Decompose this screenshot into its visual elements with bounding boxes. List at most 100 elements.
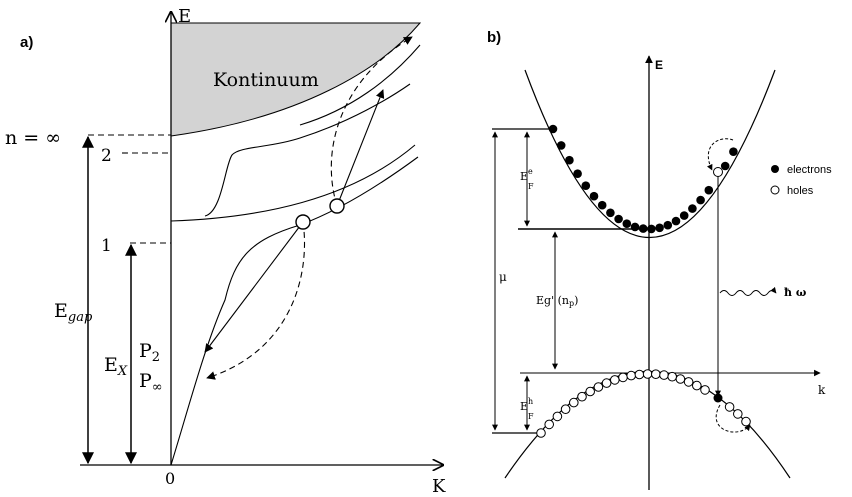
- hole-dot: [552, 411, 563, 422]
- ex-label: EX: [104, 354, 128, 379]
- pinf-label-sub: ∞: [152, 380, 163, 395]
- panel-a: a) Kontinuum E K 0 n = ∞ 2 1 Egap EX: [5, 6, 446, 497]
- momentum-axis-label: K: [432, 476, 446, 497]
- eg-label-main: Eg' (n: [536, 294, 569, 307]
- p2-label-sub: 2: [152, 350, 160, 365]
- continuum-region: [170, 22, 422, 137]
- ef-h-label: Eh: [520, 397, 533, 413]
- hole-dot: [700, 385, 710, 395]
- hole-dot: [683, 377, 694, 387]
- electron-dots: [548, 124, 738, 234]
- conduction-band: [524, 69, 776, 239]
- band-curve-2: [204, 83, 411, 217]
- band-curve-3: [170, 156, 419, 466]
- hole-dot: [618, 372, 628, 383]
- legend-electrons-label: electrons: [787, 164, 832, 176]
- hole-dot: [659, 370, 669, 380]
- ef-h-sub-label: F: [528, 412, 534, 421]
- energy-axis-label: E: [178, 6, 191, 27]
- momentum-axis-b-label: k: [818, 383, 826, 397]
- egap-label: Egap: [54, 300, 93, 325]
- p2-label: P2: [139, 340, 160, 365]
- electron-dot: [663, 220, 673, 230]
- pinf-label: P∞: [139, 370, 163, 395]
- hole-dot: [577, 391, 587, 402]
- electron-dot: [597, 200, 607, 210]
- hole-dot: [560, 404, 571, 415]
- hole-dot: [692, 380, 702, 391]
- state-marker-1: [295, 214, 311, 230]
- eg-label: Eg' (np): [536, 294, 578, 308]
- level-inf-label: n = ∞: [5, 127, 61, 149]
- electron-dot: [622, 219, 632, 228]
- electron-dot: [581, 181, 591, 190]
- hole-dot: [626, 370, 637, 381]
- legend-hole-marker: [770, 185, 780, 195]
- legend-holes-label: holes: [787, 185, 814, 197]
- electron-dot: [671, 216, 681, 226]
- eg-label-sub: p: [569, 299, 574, 308]
- hole-dot: [733, 409, 743, 419]
- hole-dot: [585, 386, 596, 397]
- electron-dot: [630, 222, 640, 232]
- electron-dot: [720, 161, 730, 171]
- continuum-edge-curve: [299, 44, 421, 126]
- electron-dot: [704, 185, 714, 195]
- egap-label-sub: gap: [68, 310, 93, 325]
- hole-dot: [569, 397, 579, 408]
- electron-dot: [614, 214, 623, 224]
- excited-electron-marker: [713, 167, 723, 177]
- electron-dot: [565, 155, 574, 165]
- hole-dot: [536, 428, 546, 438]
- ex-label-main: E: [104, 354, 118, 376]
- energy-axis-b-label: E: [655, 58, 663, 72]
- ef-e-sup: e: [528, 167, 533, 176]
- origin-label: 0: [165, 469, 175, 488]
- ef-e-label: Ee: [520, 167, 533, 183]
- electron-dot: [573, 169, 582, 178]
- ef-h-main: E: [520, 400, 528, 413]
- photon-wave: [719, 286, 777, 296]
- transition-arrow-dashed-up: [330, 36, 413, 207]
- level-1-label: 1: [101, 236, 112, 256]
- ef-h-sup: h: [528, 397, 533, 406]
- egap-label-main: E: [54, 300, 68, 322]
- ex-label-sub: X: [117, 364, 128, 379]
- level-2-label: 2: [101, 146, 112, 166]
- state-marker-2: [329, 198, 345, 214]
- legend-electron-marker: [771, 165, 779, 173]
- hole-dot: [651, 369, 661, 380]
- hole-dot: [667, 371, 678, 382]
- electron-dot: [548, 124, 558, 134]
- electron-dot: [679, 211, 689, 220]
- ef-e-main: E: [520, 170, 528, 183]
- electron-dot: [638, 224, 648, 233]
- electron-dot: [647, 224, 656, 234]
- panel-b-label: b): [487, 29, 501, 46]
- relaxation-dashed-lower: [715, 404, 751, 433]
- electron-dot: [688, 204, 697, 213]
- relaxation-dashed-upper: [706, 138, 734, 171]
- hole-dot: [642, 369, 653, 379]
- electron-dot: [589, 191, 599, 201]
- hole-dot: [724, 402, 735, 412]
- hole-dot: [610, 375, 620, 385]
- hole-dot: [544, 419, 555, 430]
- hole-dot: [593, 382, 604, 392]
- transition-arrow-solid-up: [336, 89, 385, 207]
- electron-dot: [556, 141, 566, 150]
- hole-dot: [634, 369, 645, 380]
- mu-label: μ: [499, 270, 507, 284]
- electron-dot: [729, 147, 738, 156]
- hole-dots: [536, 369, 751, 438]
- band-curve-1: [170, 144, 416, 222]
- hole-dot: [601, 378, 612, 388]
- photon-label: ħ ω: [784, 286, 807, 299]
- pinf-label-main: P: [139, 370, 152, 392]
- transition-arrow-solid-down: [204, 221, 304, 353]
- p2-label-main: P: [139, 340, 152, 362]
- electron-dot: [696, 195, 705, 205]
- recombining-hole-marker: [713, 393, 723, 403]
- electron-dot: [606, 208, 615, 218]
